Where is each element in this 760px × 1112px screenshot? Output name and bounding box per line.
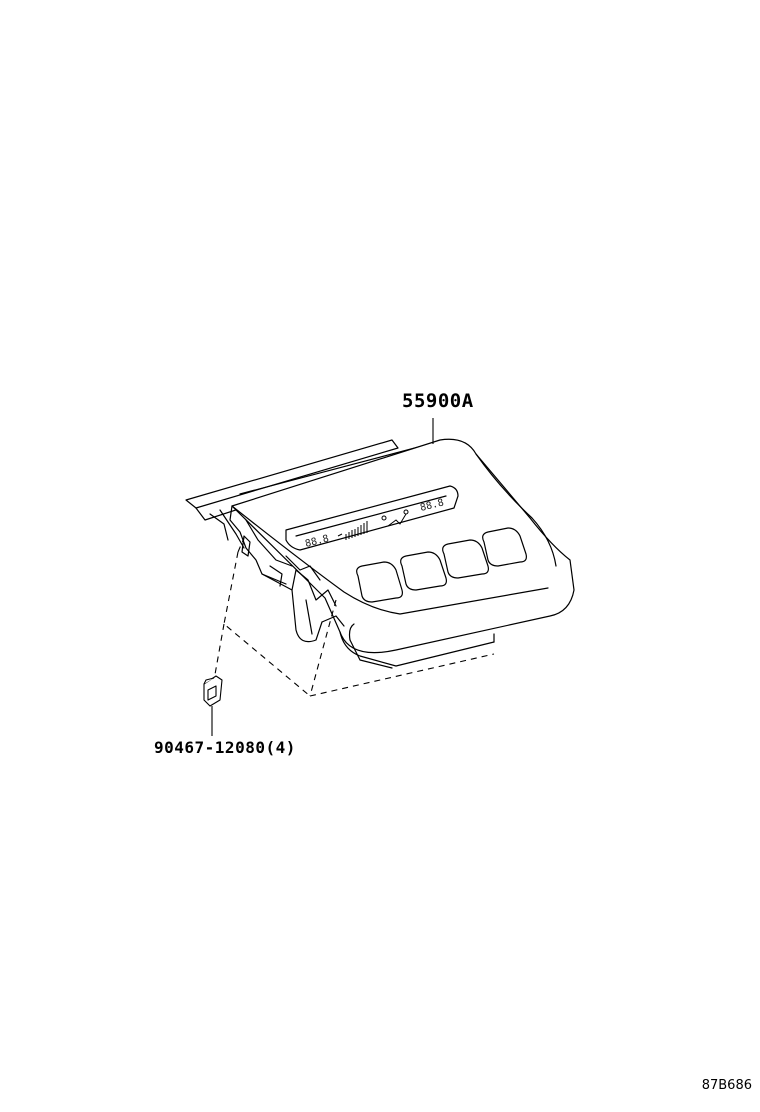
main-part-number-label: 55900A	[402, 390, 474, 412]
clip-part-number-label: 90467-12080(4)	[154, 738, 296, 757]
heater-control-panel-illustration	[185, 438, 575, 669]
clip-icon	[203, 675, 223, 707]
clip-location-dashed-lines	[213, 537, 495, 697]
leader-lines	[211, 418, 434, 736]
illustration-code: 87B686	[701, 1078, 752, 1093]
fan-level-bars	[345, 521, 368, 540]
airflow-mode-icon	[337, 509, 409, 537]
